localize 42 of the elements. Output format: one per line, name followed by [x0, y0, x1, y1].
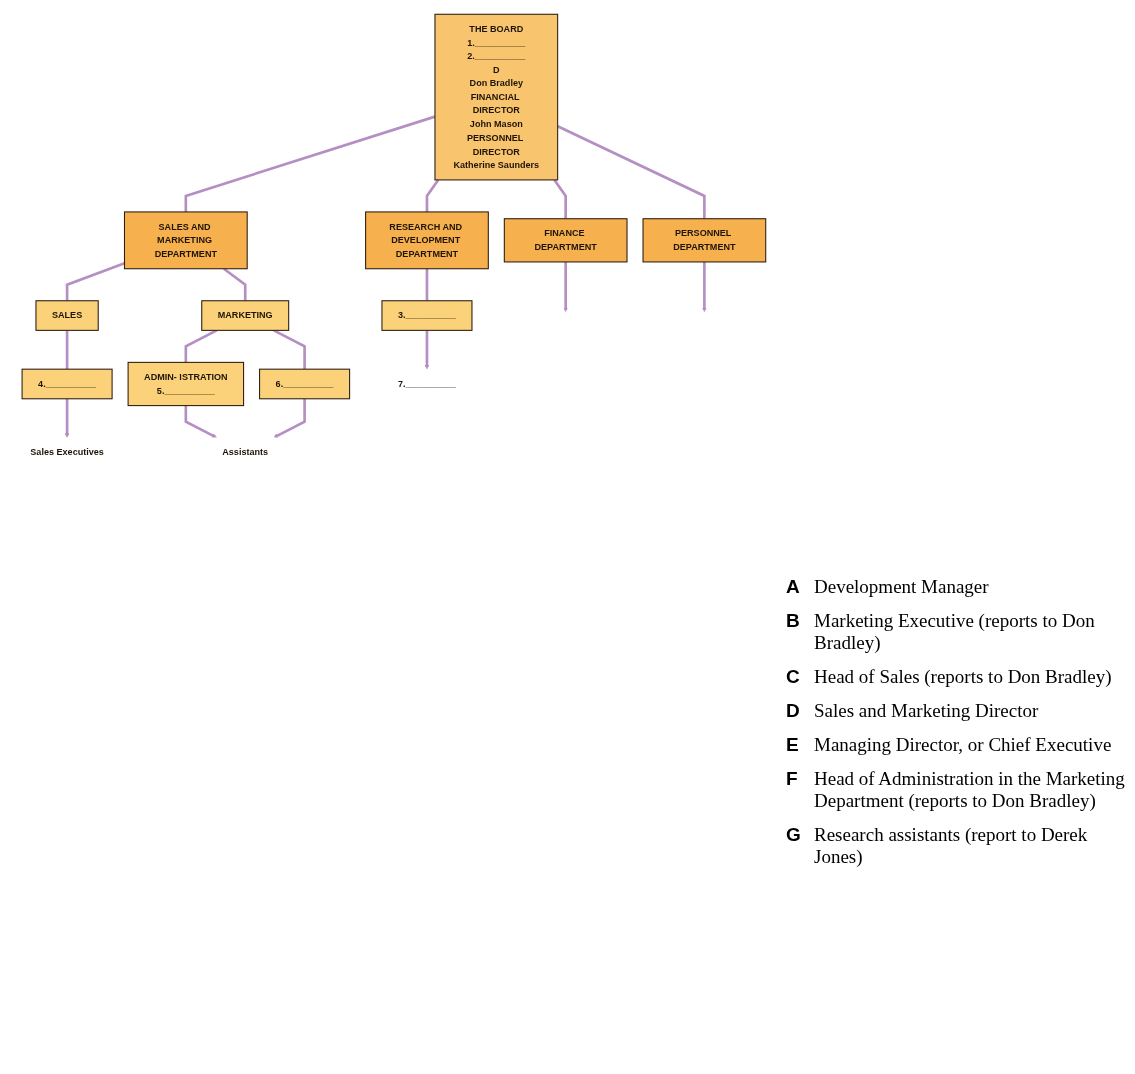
node-text: Assistants — [222, 447, 269, 458]
connector — [425, 179, 440, 212]
connector — [65, 262, 125, 301]
connector — [65, 330, 69, 370]
node-box: 3.__________ — [381, 300, 473, 331]
arrow — [702, 261, 707, 313]
node-box: PERSONNEL DEPARTMENT — [642, 218, 767, 263]
connector — [425, 268, 429, 301]
node-box: 6.__________ — [259, 368, 351, 400]
role-description: Managing Director, or Chief Executive — [814, 734, 1112, 756]
list-letter: C — [786, 666, 801, 688]
arrow — [64, 398, 70, 438]
list-letter: G — [786, 824, 802, 847]
connector — [184, 329, 218, 363]
node-box: SALES AND MARKETING DEPARTMENT — [123, 211, 248, 270]
arrow — [273, 398, 306, 438]
role-description: Sales and Marketing Director — [814, 700, 1039, 722]
node-text: 7.__________ — [397, 378, 456, 389]
arrow — [563, 261, 568, 313]
role-description: Marketing Executive (reports to Don Bradley) — [814, 610, 1096, 654]
node-box: SALES — [35, 300, 99, 331]
node-box: MARKETING — [201, 300, 290, 331]
list-letter: D — [786, 700, 801, 722]
role-description: Research assistants (report to Derek Jones) — [814, 824, 1089, 868]
role-description: Head of Sales (reports to Don Bradley) — [814, 666, 1112, 688]
arrow — [424, 330, 430, 370]
arrow — [184, 405, 217, 438]
role-description: Development Manager — [814, 576, 989, 598]
node-text: Sales Executives — [30, 447, 104, 458]
connector — [223, 267, 247, 301]
node-box: FINANCE DEPARTMENT — [503, 218, 628, 263]
node-box: THE BOARD 1.__________ 2.__________ D Don Bradley FINANCIAL DIRECTOR John Mason PERSONNEL DIRECTOR Katherine Saunders — [434, 13, 559, 181]
list-letter: F — [786, 768, 799, 791]
list-letter: A — [786, 576, 801, 598]
connector — [553, 179, 567, 219]
list-letter: B — [786, 610, 801, 633]
role-description: Head of Administration in the Marketing Department (reports to Don Bradley) — [814, 768, 1125, 812]
node-box: RESEARCH AND DEVELOPMENT DEPARTMENT — [365, 211, 489, 270]
node-box: 4.__________ — [21, 368, 113, 400]
connector — [557, 125, 706, 219]
list-letter: E — [786, 734, 800, 756]
node-box: ADMIN- ISTRATION 5.__________ — [127, 361, 245, 407]
